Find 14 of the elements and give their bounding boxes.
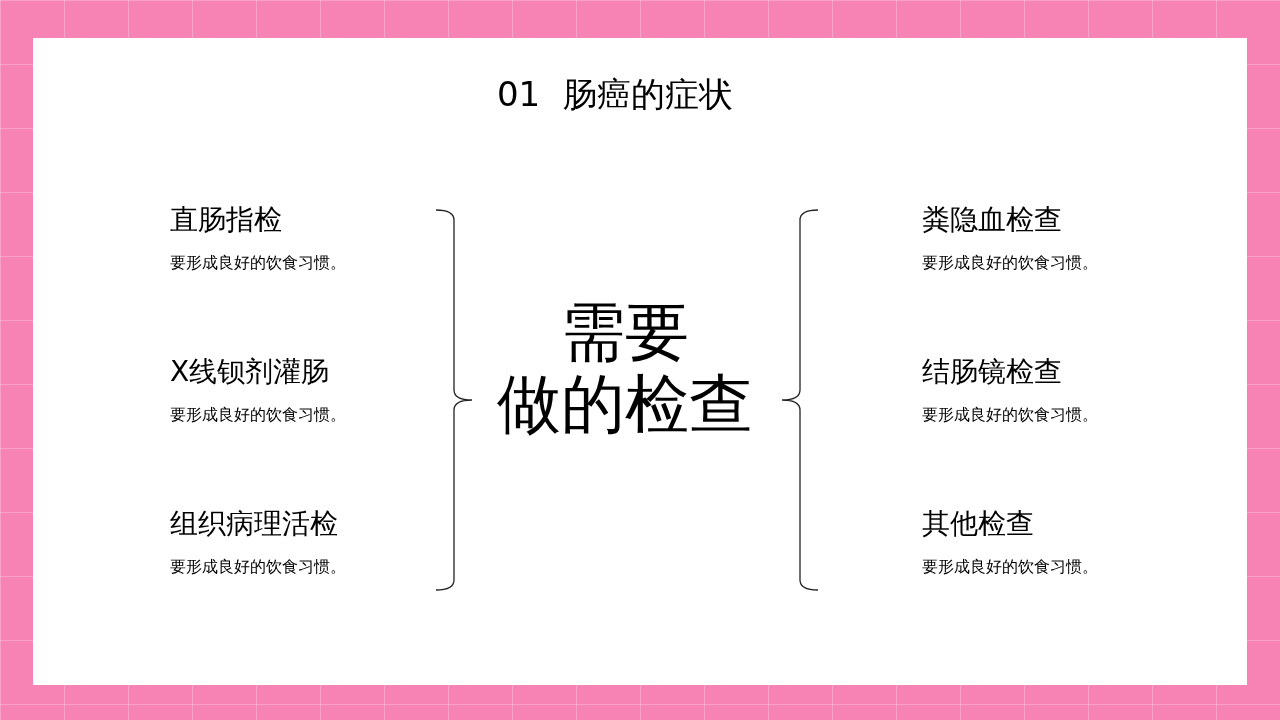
item-heading: 直肠指检 <box>170 202 282 238</box>
item-heading: 其他检查 <box>922 506 1034 542</box>
title: 01 肠癌的症状 <box>496 74 734 114</box>
item-description: 要形成良好的饮食习惯。 <box>922 556 1098 578</box>
item-description: 要形成良好的饮食习惯。 <box>922 404 1098 426</box>
item-heading: 结肠镜检查 <box>922 354 1062 390</box>
center-heading: 需要做的检查 <box>496 296 754 440</box>
item-description: 要形成良好的饮食习惯。 <box>170 404 346 426</box>
item-description: 要形成良好的饮食习惯。 <box>170 252 346 274</box>
item-heading: 粪隐血检查 <box>922 202 1062 238</box>
item-description: 要形成良好的饮食习惯。 <box>170 556 346 578</box>
item-heading: X线钡剂灌肠 <box>170 354 330 390</box>
item-description: 要形成良好的饮食习惯。 <box>922 252 1098 274</box>
item-heading: 组织病理活检 <box>170 506 338 542</box>
